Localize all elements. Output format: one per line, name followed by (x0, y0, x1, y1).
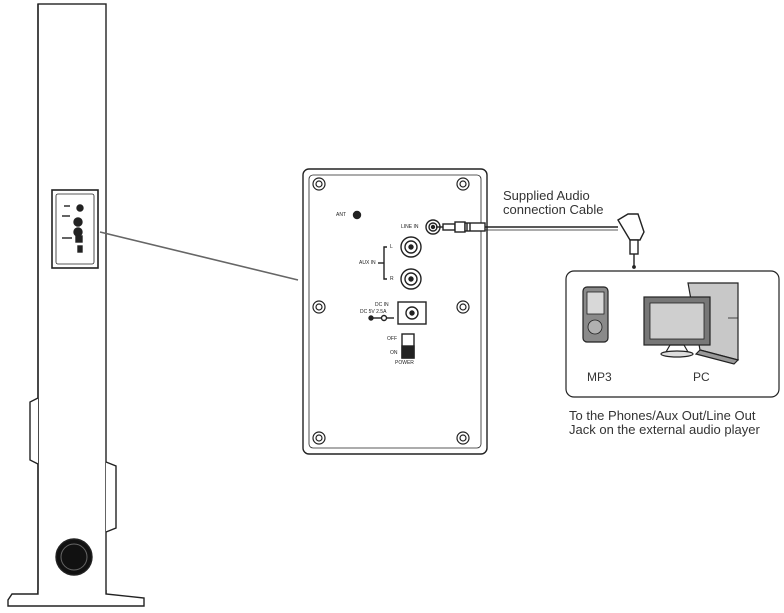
aux-r-label: R (390, 276, 394, 282)
cable-label-line1: Supplied Audio (503, 188, 590, 203)
zoom-line (99, 231, 299, 281)
footer-line1: To the Phones/Aux Out/Line Out (569, 408, 756, 423)
ant-label: ANT (336, 212, 346, 218)
rear-panel-large (302, 168, 488, 455)
dc-rating-label: DC 5V 2.5A (360, 309, 387, 315)
footer-line2: Jack on the external audio player (569, 422, 760, 437)
dc-in-label: DC IN (375, 302, 389, 308)
aux-in-label: AUX IN (359, 260, 376, 266)
audio-cable (436, 213, 645, 269)
mp3-label: MP3 (587, 370, 612, 384)
power-label: POWER (395, 360, 414, 366)
aux-l-jack (400, 236, 422, 258)
cable-label-line2: connection Cable (503, 202, 604, 217)
pc-label: PC (693, 370, 710, 384)
pc-icon (643, 282, 740, 365)
dc-in-jack (397, 301, 427, 325)
off-label: OFF (387, 336, 397, 342)
ant-jack (352, 210, 362, 220)
aux-l-label: L (390, 244, 393, 250)
on-label: ON (390, 350, 398, 356)
aux-r-jack (400, 268, 422, 290)
tower-speaker (7, 3, 145, 607)
mp3-player-icon (582, 286, 609, 343)
device-box (565, 270, 780, 398)
line-in-label: LINE IN (401, 224, 419, 230)
